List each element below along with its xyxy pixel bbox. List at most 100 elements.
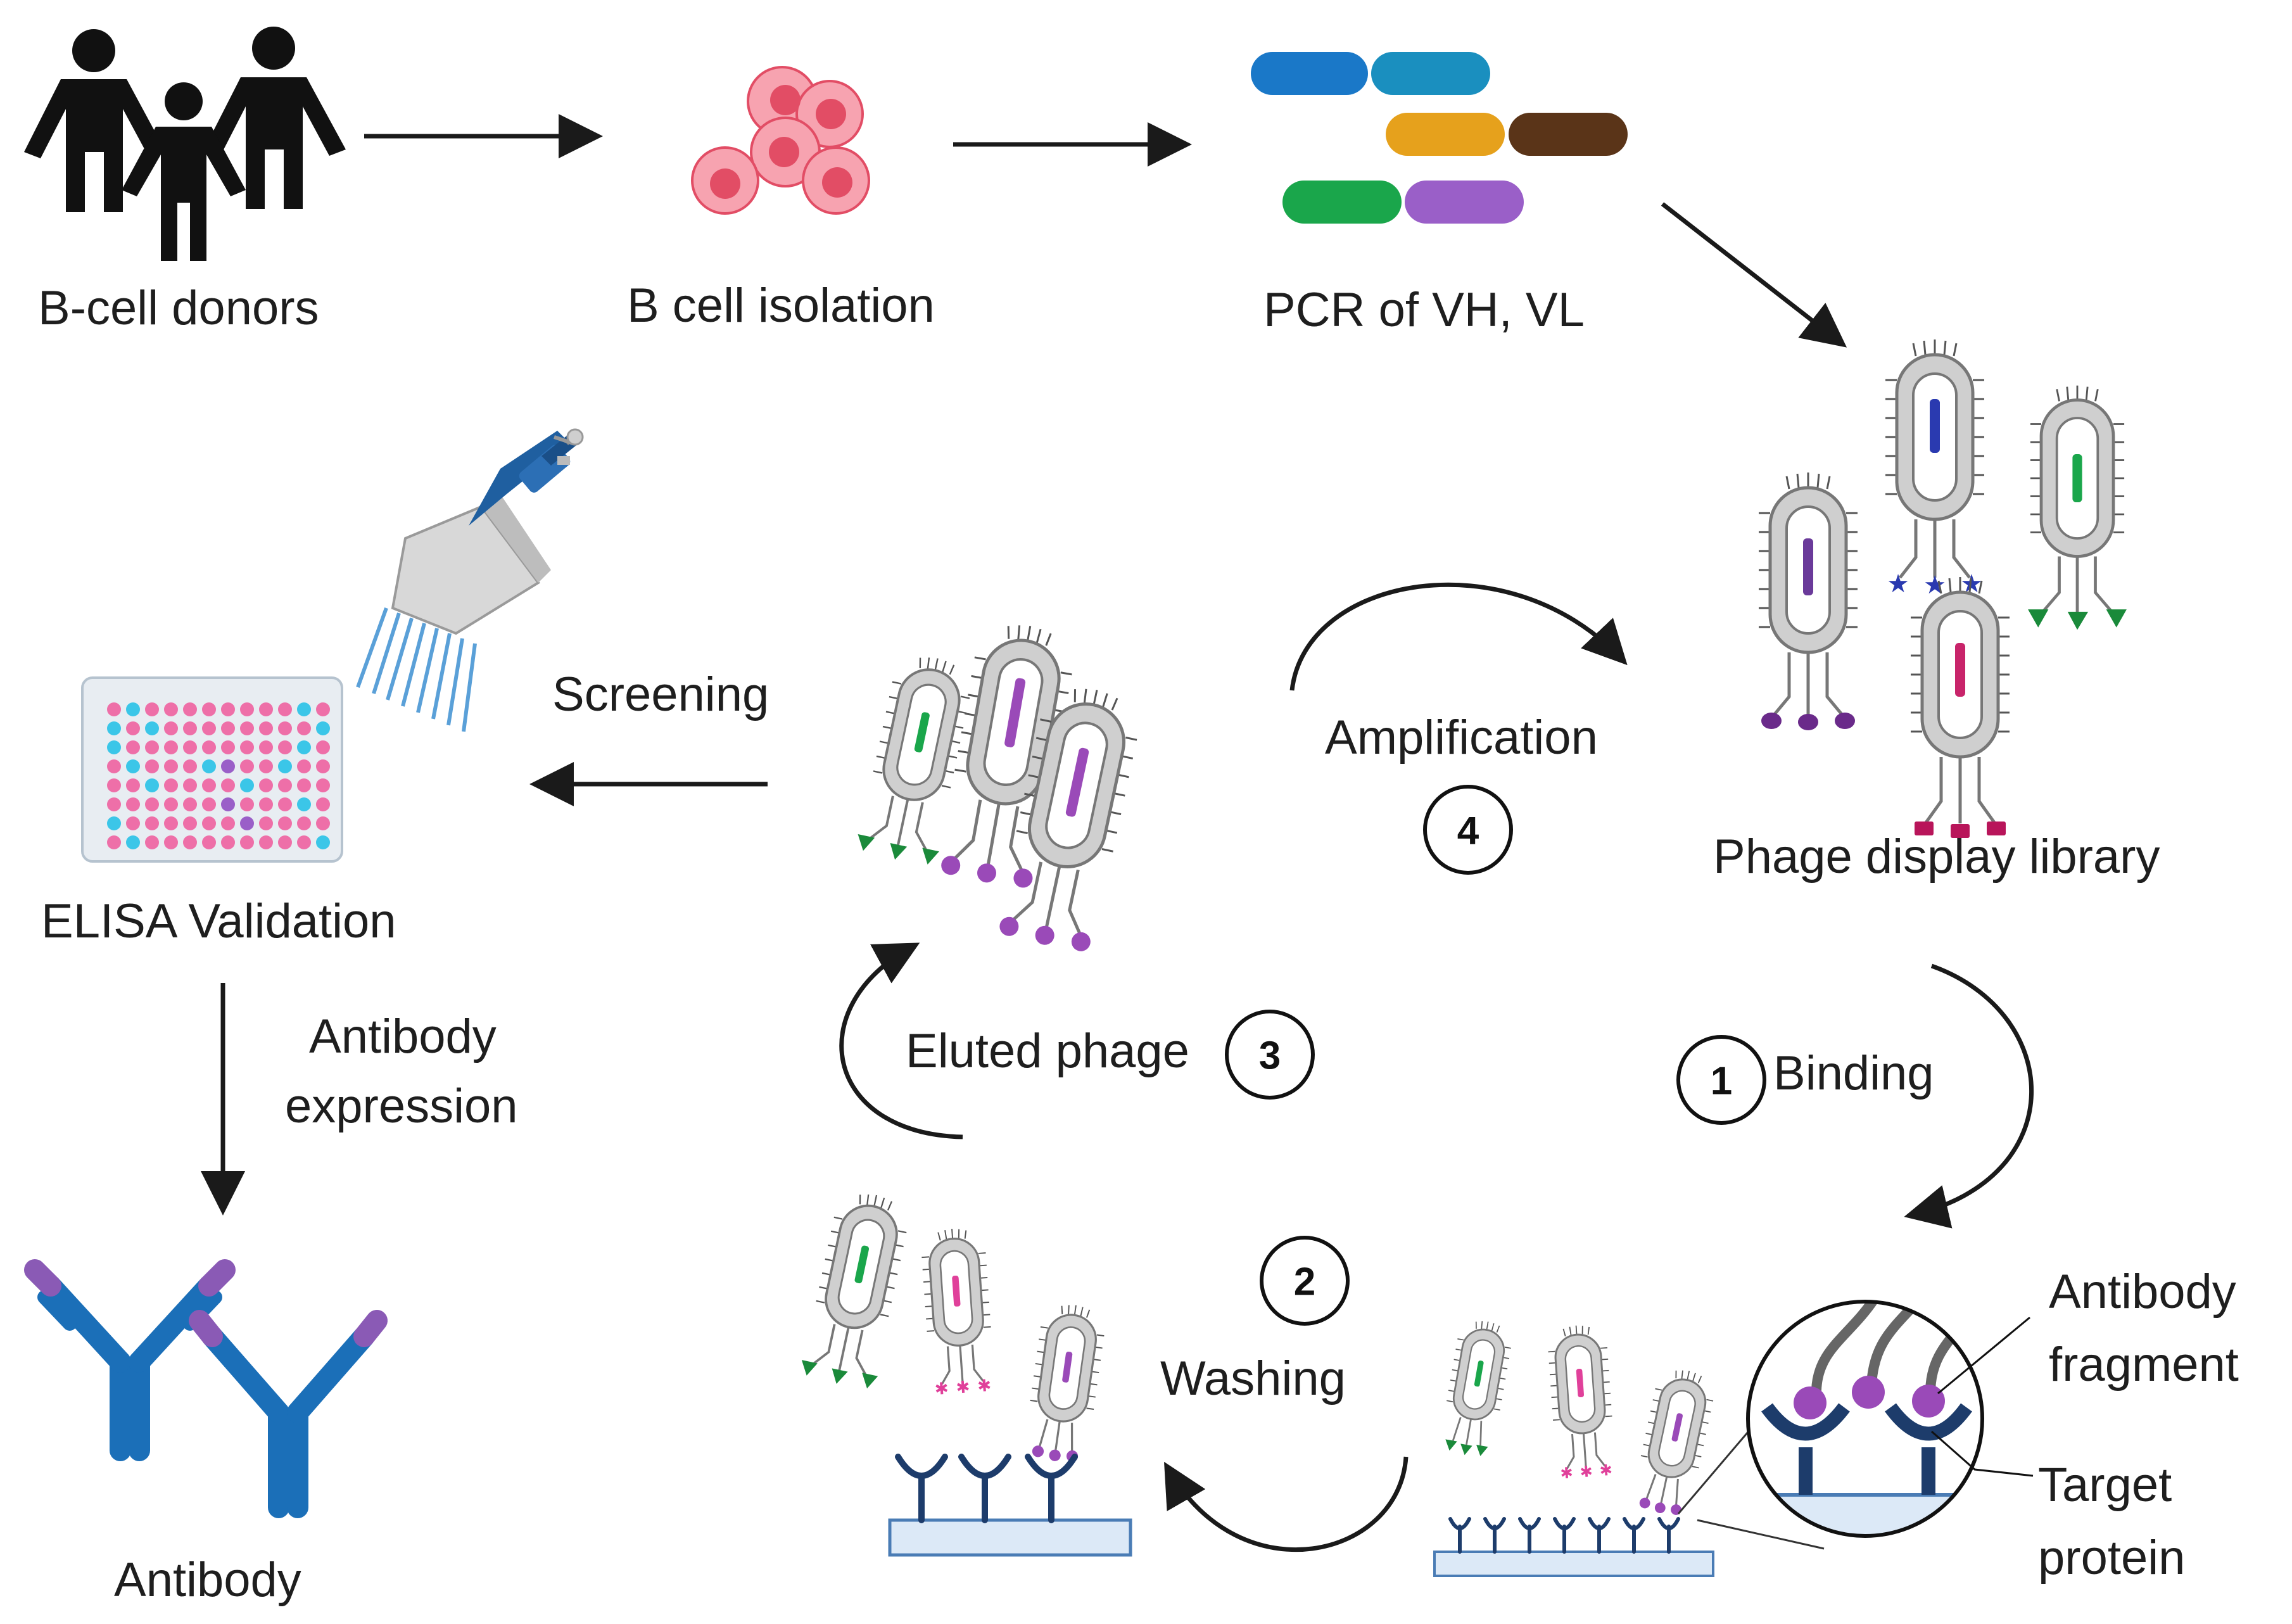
plate-well (183, 778, 197, 792)
plate-well (316, 778, 330, 792)
donors-people-icon (24, 27, 346, 261)
pcr-gene-bars (1251, 52, 1628, 224)
svg-text:3: 3 (1259, 1034, 1281, 1078)
plate-well (221, 702, 235, 716)
plate-well (107, 816, 121, 830)
plate-well (183, 740, 197, 754)
plate-well (107, 721, 121, 735)
arrow-pcr-to-library (1661, 202, 1847, 348)
svg-text:★: ★ (1887, 569, 1909, 599)
plate-well (202, 759, 216, 773)
washing-label: Washing (1160, 1352, 1346, 1405)
step-2-badge: 2 (1260, 1236, 1350, 1326)
plate-well (183, 759, 197, 773)
plate-well (259, 702, 273, 716)
plate-well (240, 797, 254, 811)
plate-well (164, 835, 178, 849)
plate-well (126, 797, 140, 811)
svg-text:✱: ✱ (1560, 1464, 1574, 1482)
arrow-amplification (1289, 582, 1628, 691)
plate-well (278, 816, 292, 830)
elisa-label: ELISA Validation (41, 894, 396, 948)
plate-well (221, 797, 235, 811)
plate-well (126, 702, 140, 716)
plate-well (145, 797, 159, 811)
plate-well (126, 740, 140, 754)
expression-label-line2: expression (285, 1079, 518, 1133)
plate-well (145, 740, 159, 754)
svg-text:✱: ✱ (934, 1380, 949, 1399)
svg-text:4: 4 (1457, 809, 1479, 853)
eluted-phage-cluster (858, 618, 1145, 951)
plate-well (259, 721, 273, 735)
plate-well (164, 721, 178, 735)
plate-well (202, 740, 216, 754)
plate-well (240, 816, 254, 830)
plate-well (297, 721, 311, 735)
plate-well (164, 816, 178, 830)
target-label-line2: protein (2038, 1531, 2185, 1585)
plate-well (183, 797, 197, 811)
plate-well (126, 721, 140, 735)
plate-well (164, 702, 178, 716)
plate-well (164, 797, 178, 811)
elisa-plate-icon (81, 676, 343, 863)
plate-well (259, 740, 273, 754)
plate-well (278, 835, 292, 849)
plate-well (145, 778, 159, 792)
plate-well (145, 816, 159, 830)
arrow-eluted (839, 942, 963, 1139)
step-4-badge: 4 (1423, 785, 1513, 875)
plate-well (240, 759, 254, 773)
plate-well (240, 702, 254, 716)
step-3-badge: 3 (1225, 1010, 1315, 1100)
plate-well (278, 721, 292, 735)
plate-well (183, 721, 197, 735)
plate-well (183, 702, 197, 716)
plate-well (221, 721, 235, 735)
plate-well (107, 759, 121, 773)
plate-well (145, 759, 159, 773)
library-label: Phage display library (1713, 830, 2160, 884)
fragment-label-line2: fragment (2049, 1338, 2239, 1392)
target-label-line1: Target (2038, 1458, 2172, 1512)
amplification-label: Amplification (1325, 711, 1598, 764)
plate-well (183, 816, 197, 830)
plate-well (202, 721, 216, 735)
plate-well (107, 835, 121, 849)
multichannel-pipette-icon (356, 428, 584, 732)
plate-well (297, 740, 311, 754)
plate-well (240, 778, 254, 792)
plate-well (297, 835, 311, 849)
plate-well (202, 816, 216, 830)
plate-well (202, 702, 216, 716)
plate-well (316, 797, 330, 811)
arrow-binding (1904, 963, 2034, 1229)
plate-well (316, 759, 330, 773)
expression-label-line1: Antibody (309, 1010, 497, 1063)
plate-well (278, 740, 292, 754)
plate-well (107, 702, 121, 716)
plate-well (202, 835, 216, 849)
pcr-label: PCR of VH, VL (1263, 283, 1585, 337)
plate-well (202, 797, 216, 811)
plate-well (297, 797, 311, 811)
plate-well (107, 778, 121, 792)
binding-panel: ✱✱✱ (1433, 1316, 1825, 1577)
plate-well (259, 778, 273, 792)
plate-well (126, 759, 140, 773)
plate-well (145, 702, 159, 716)
fragment-label-line1: Antibody (2049, 1265, 2236, 1319)
plate-well (202, 778, 216, 792)
step-1-badge: 1 (1676, 1035, 1766, 1125)
plate-well (126, 835, 140, 849)
svg-text:2: 2 (1294, 1260, 1315, 1304)
svg-text:✱: ✱ (1599, 1461, 1613, 1480)
screening-label: Screening (552, 668, 769, 721)
isolation-label: B cell isolation (627, 279, 935, 333)
plate-well (316, 835, 330, 849)
zoom-inset (1746, 1300, 2034, 1538)
plate-well (297, 816, 311, 830)
phage-library-cluster: ★★★ (1759, 339, 2127, 838)
